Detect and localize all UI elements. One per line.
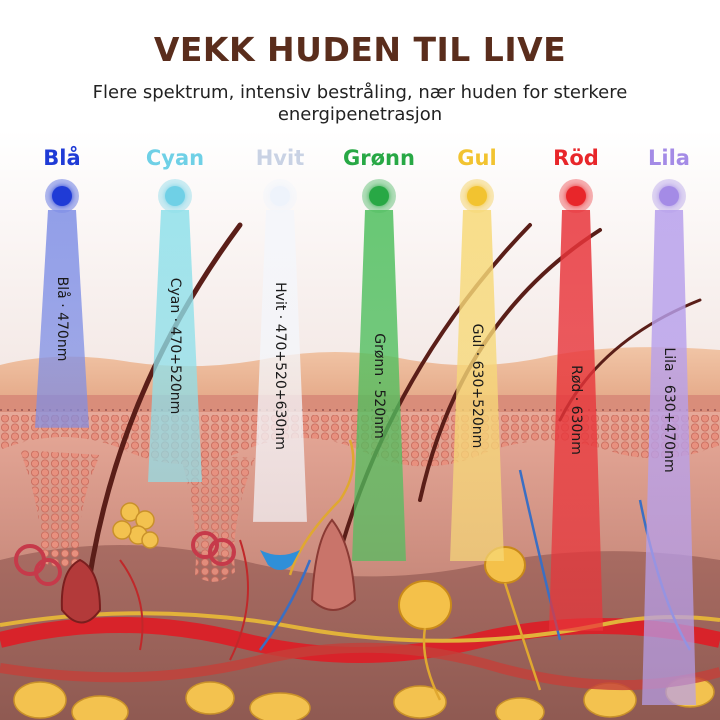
light-5-beam [549, 210, 603, 631]
light-5-name: Röd [553, 146, 599, 170]
light-2-beam [253, 210, 307, 522]
light-3-led [362, 179, 396, 213]
light-4-beam-shape [450, 210, 504, 562]
light-5-label: Rød · 630nm [568, 365, 584, 455]
light-6-beam [642, 210, 696, 705]
light-6-label: Lila · 630+470nm [661, 347, 677, 473]
light-3-beam [352, 210, 406, 562]
light-2-label: Hvit · 470+520+630nm [272, 282, 288, 450]
light-3-name: Grønn [343, 146, 415, 170]
light-1-beam-shape [148, 210, 202, 483]
light-5-led [559, 179, 593, 213]
light-3-label: Grønn · 520nm [371, 332, 387, 439]
light-2-led [263, 179, 297, 213]
light-6-name: Lila [648, 146, 690, 170]
light-6-beam-shape [642, 210, 696, 705]
light-0-label: Blå · 470nm [54, 276, 70, 362]
page-subtitle: Flere spektrum, intensiv bestråling, nær… [92, 82, 628, 125]
light-6-led [652, 179, 686, 213]
light-2-beam-shape [253, 210, 307, 522]
light-1-beam [148, 210, 202, 483]
page-title: VEKK HUDEN TIL LIVE [153, 30, 567, 69]
light-1-led [158, 179, 192, 213]
light-4-name: Gul [457, 146, 497, 170]
light-2-name: Hvit [255, 146, 305, 170]
light-0-beam [35, 210, 89, 428]
light-4-label: Gul · 630+520nm [469, 323, 485, 449]
light-4-led [460, 179, 494, 213]
light-3-beam-shape [352, 210, 406, 562]
light-1-label: Cyan · 470+520nm [167, 277, 183, 415]
light-5-beam-shape [549, 210, 603, 631]
light-1-name: Cyan [145, 146, 205, 170]
light-4-beam [450, 210, 504, 562]
light-0-led [45, 179, 79, 213]
light-0-name: Blå [43, 146, 81, 170]
light-0-beam-shape [35, 210, 89, 428]
